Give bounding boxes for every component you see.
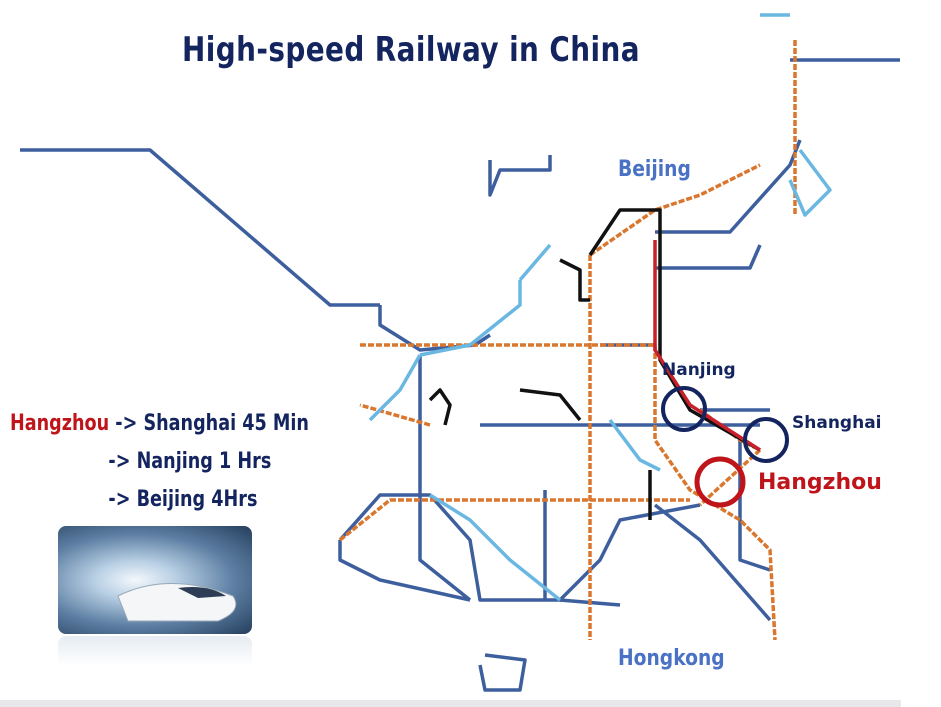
origin-city: Hangzhou (10, 411, 110, 436)
train-reflection (58, 636, 252, 666)
label-shanghai: Shanghai (792, 413, 882, 433)
hangzhou-circle (694, 456, 746, 508)
time-beijing: -> Beijing 4Hrs (108, 487, 258, 512)
bottom-bar (0, 700, 941, 707)
label-nanjing: Nanjing (662, 360, 736, 380)
shanghai-circle (743, 417, 789, 463)
slide-title: High-speed Railway in China (182, 30, 640, 70)
nanjing-circle (661, 386, 707, 432)
label-beijing: Beijing (618, 157, 691, 182)
label-hongkong: Hongkong (618, 646, 725, 671)
time-nanjing: -> Nanjing 1 Hrs (108, 449, 272, 474)
train-image (58, 526, 252, 634)
orange-lines (338, 40, 797, 641)
lightblue-lines (368, 13, 832, 602)
time-shanghai: -> Shanghai 45 Min (115, 411, 309, 436)
red-lines (653, 240, 761, 452)
label-hangzhou: Hangzhou (758, 470, 882, 495)
travel-times: Hangzhou -> Shanghai 45 Min -> Nanjing 1… (10, 405, 309, 519)
